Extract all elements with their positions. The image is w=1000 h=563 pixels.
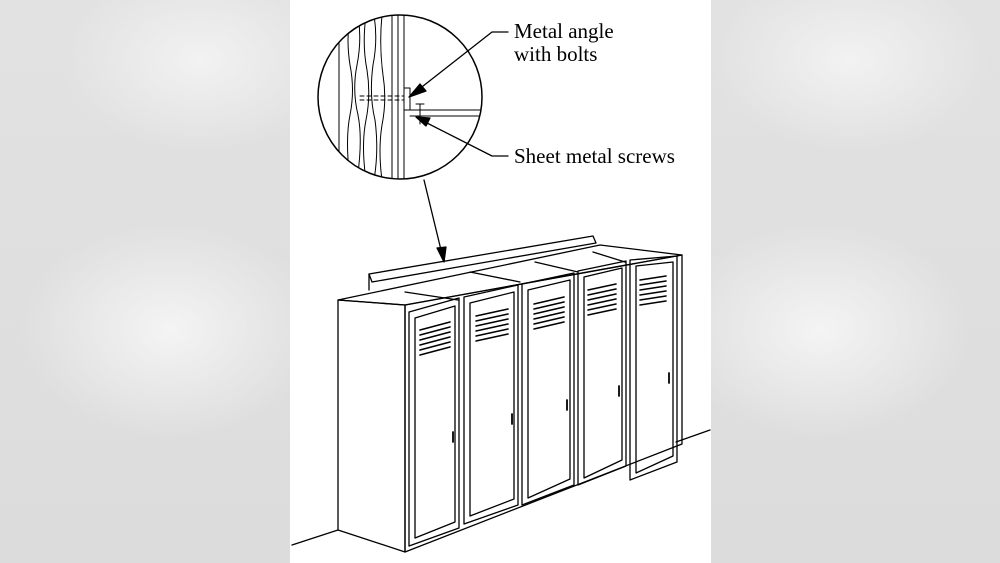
- detail-callout-circle: [317, 14, 483, 180]
- metal-angle-leader: [408, 31, 509, 98]
- metal-angle-label: Metal angle with bolts: [514, 20, 614, 66]
- metal-angle-label-line1: Metal angle: [514, 19, 614, 43]
- floor-line: [291, 429, 711, 546]
- sheet-metal-screws-label: Sheet metal screws: [514, 144, 675, 168]
- locker-bank: [337, 235, 683, 553]
- locker-door-1: [408, 297, 460, 547]
- illustration-panel: [290, 0, 711, 563]
- locker-door-5: [629, 255, 678, 481]
- locker-door-3: [521, 272, 575, 506]
- locker-door-4: [577, 260, 627, 486]
- detail-pointer-arrow: [423, 179, 447, 263]
- locker-door-2: [463, 284, 519, 525]
- metal-angle-label-line2: with bolts: [514, 42, 598, 66]
- screws-leader: [415, 116, 509, 157]
